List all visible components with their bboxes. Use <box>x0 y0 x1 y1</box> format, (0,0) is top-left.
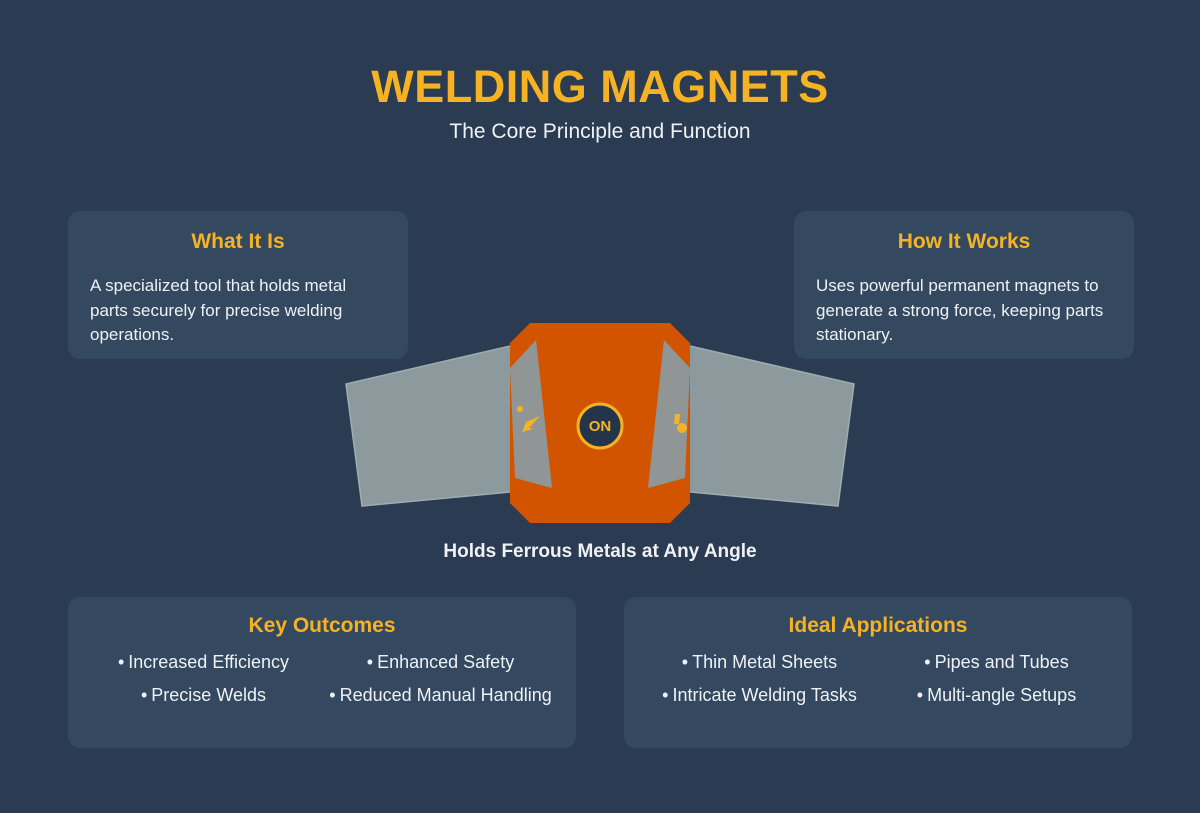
card-what-it-is: What It Is A specialized tool that holds… <box>68 211 408 359</box>
plate-contact-right <box>648 340 690 488</box>
ideal-applications-list: •Thin Metal Sheets •Pipes and Tubes •Int… <box>644 652 1112 706</box>
card-how-it-works-body: Uses powerful permanent magnets to gener… <box>816 276 1104 345</box>
list-item: •Increased Efficiency <box>118 652 289 674</box>
key-outcomes-list: •Increased Efficiency •Enhanced Safety •… <box>88 652 556 706</box>
spark-left <box>517 406 540 432</box>
list-item-label: Pipes and Tubes <box>934 652 1069 673</box>
card-ideal-applications-title: Ideal Applications <box>788 614 968 637</box>
page-subtitle: The Core Principle and Function <box>449 120 751 143</box>
list-item-label: Enhanced Safety <box>377 652 515 673</box>
bullet-icon: • <box>140 684 148 705</box>
list-item: •Enhanced Safety <box>367 652 514 674</box>
bullet-icon: • <box>916 684 924 705</box>
list-item-label: Increased Efficiency <box>128 652 290 673</box>
list-item-label: Precise Welds <box>151 684 267 705</box>
plate-contact-left <box>510 340 552 488</box>
bullet-icon: • <box>117 652 125 673</box>
list-item-label: Multi-angle Setups <box>927 684 1077 705</box>
list-item: •Precise Welds <box>141 685 266 707</box>
list-item-label: Intricate Welding Tasks <box>672 684 857 705</box>
bullet-icon: • <box>329 684 336 705</box>
list-item: •Multi-angle Setups <box>917 685 1076 707</box>
list-item-label: Reduced Manual Handling <box>339 684 552 705</box>
card-what-it-is-title: What It Is <box>191 230 285 253</box>
card-how-it-works-title: How It Works <box>897 230 1031 253</box>
bullet-icon: • <box>681 652 689 673</box>
bullet-icon: • <box>924 652 931 673</box>
card-how-it-works: How It Works Uses powerful permanent mag… <box>794 211 1134 359</box>
card-what-it-is-body: A specialized tool that holds metal part… <box>90 276 347 345</box>
list-item: •Intricate Welding Tasks <box>662 685 857 707</box>
illustration-caption: Holds Ferrous Metals at Any Angle <box>443 541 757 562</box>
list-item: •Thin Metal Sheets <box>682 652 837 674</box>
bullet-icon: • <box>366 652 374 673</box>
card-key-outcomes-title: Key Outcomes <box>248 614 396 637</box>
list-item: •Pipes and Tubes <box>924 652 1068 674</box>
welding-magnet-illustration: ON <box>330 310 870 540</box>
bullet-icon: • <box>662 684 669 705</box>
card-key-outcomes: Key Outcomes •Increased Efficiency •Enha… <box>68 597 576 748</box>
list-item-label: Thin Metal Sheets <box>692 652 838 673</box>
page-title: WELDING MAGNETS <box>371 61 829 112</box>
magnet-status-label: ON <box>589 418 612 435</box>
spark-right <box>674 414 687 433</box>
list-item: •Reduced Manual Handling <box>329 685 551 707</box>
magnet-status-badge[interactable]: ON <box>576 402 624 450</box>
card-ideal-applications: Ideal Applications •Thin Metal Sheets •P… <box>624 597 1132 748</box>
